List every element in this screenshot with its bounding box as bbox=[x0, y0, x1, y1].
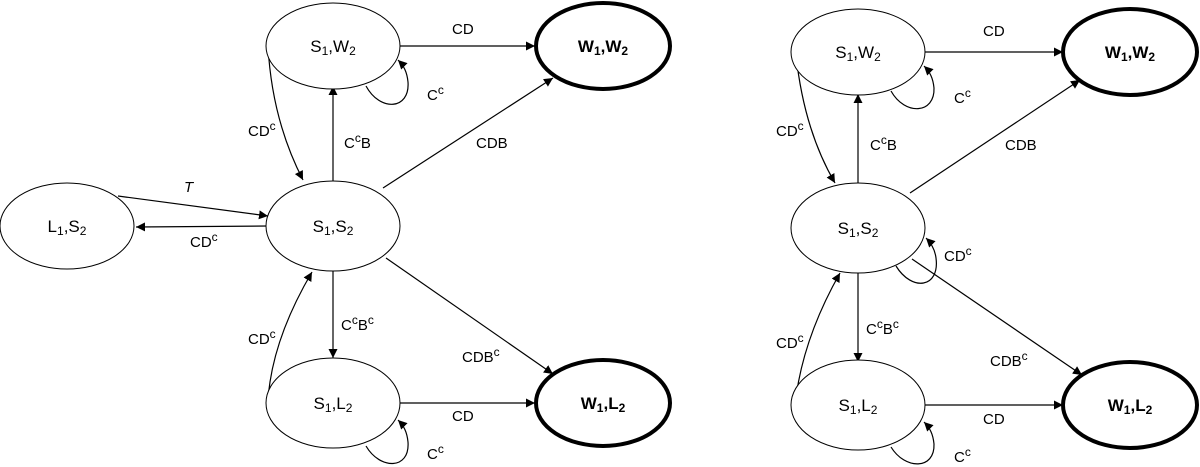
edge-label-s1s2-l1s2: CDc bbox=[190, 230, 218, 251]
edge-label-s1l2-s1s2-right: CDc bbox=[776, 331, 804, 352]
edge-s1s2-to-w1w2-right bbox=[909, 79, 1081, 194]
edge-label-s1s2-s1l2-right: CcBc bbox=[866, 317, 899, 338]
diagram-right: S1,W2 S1,S2 S1,L2 W1,W2 W1,L2 CDc CcB CD… bbox=[776, 7, 1199, 466]
edge-label-s1w2-loop-right: Cc bbox=[954, 86, 971, 107]
label-w1-l2: W1,L2 bbox=[581, 394, 626, 415]
node-w1-l2-right bbox=[1061, 360, 1199, 450]
label-s1-w2-right: S1,W2 bbox=[835, 43, 881, 64]
edge-label-s1l2-loop-right: Cc bbox=[954, 445, 971, 466]
node-w1-l2 bbox=[534, 358, 672, 448]
node-s1-s2 bbox=[265, 180, 401, 272]
node-w1-w2-right bbox=[1061, 7, 1199, 97]
edge-s1l2-loop-right bbox=[890, 421, 935, 465]
edge-s1w2-loop bbox=[365, 59, 409, 105]
edge-label-s1w2-s1s2-right: CDc bbox=[776, 119, 804, 140]
edge-s1s2-to-w1w2 bbox=[382, 77, 554, 189]
edge-label-s1l2-loop: Cc bbox=[427, 442, 444, 463]
diagram-left: L1,S2 S1,W2 S1,S2 S1,L2 W1,W2 W1,L2 T CD… bbox=[0, 1, 672, 465]
edge-label-s1s2-s1l2: CcBc bbox=[341, 313, 374, 334]
node-s1-l2-right bbox=[790, 359, 926, 451]
edge-s1w2-to-s1s2 bbox=[267, 45, 304, 181]
edge-label-s1s2-w1l2: CDBc bbox=[462, 345, 500, 366]
label-s1-l2: S1,L2 bbox=[314, 394, 353, 415]
edge-label-s1s2-w1w2: CDB bbox=[476, 135, 508, 152]
label-w1-w2-right: W1,W2 bbox=[1105, 43, 1156, 64]
label-s1-s2-right: S1,S2 bbox=[838, 219, 879, 240]
edge-label-s1s2-w1w2-right: CDB bbox=[1005, 137, 1037, 154]
edge-l1s2-to-s1s2 bbox=[117, 195, 269, 220]
edge-label-s1l2-w1l2-right: CD bbox=[983, 411, 1005, 428]
node-s1-s2-right bbox=[790, 182, 926, 274]
edge-label-s1s2-loop-right: CDc bbox=[944, 244, 972, 265]
edge-s1s2-to-w1l2 bbox=[385, 257, 554, 375]
edge-s1s2-to-l1s2 bbox=[135, 222, 269, 232]
node-s1-l2 bbox=[265, 357, 401, 449]
edge-s1l2-loop bbox=[365, 419, 409, 465]
edge-label-s1l2-w1l2: CD bbox=[452, 408, 474, 425]
node-s1-w2-right bbox=[790, 8, 926, 96]
label-w1-w2: W1,W2 bbox=[578, 37, 629, 58]
label-s1-l2-right: S1,L2 bbox=[839, 396, 878, 417]
edge-s1l2-to-s1s2 bbox=[267, 271, 313, 401]
edge-label-s1w2-s1s2: CDc bbox=[248, 119, 276, 140]
edge-label-l1s2-s1s2: T bbox=[184, 179, 195, 196]
edge-label-s1w2-w1w2: CD bbox=[452, 21, 474, 38]
edge-label-s1s2-s1w2: CcB bbox=[344, 131, 371, 152]
edge-s1s2-loop-right bbox=[895, 237, 937, 284]
edge-label-s1w2-loop: Cc bbox=[427, 83, 444, 104]
node-s1-w2 bbox=[265, 2, 401, 90]
label-s1-s2: S1,S2 bbox=[313, 217, 354, 238]
node-w1-w2 bbox=[534, 1, 672, 91]
edge-label-s1w2-w1w2-right: CD bbox=[983, 23, 1005, 40]
label-w1-l2-right: W1,L2 bbox=[1108, 396, 1153, 417]
node-l1-s2 bbox=[0, 182, 135, 270]
edge-label-s1s2-w1l2-right: CDBc bbox=[990, 349, 1028, 370]
label-s1-w2: S1,W2 bbox=[310, 37, 356, 58]
label-l1-s2: L1,S2 bbox=[48, 217, 87, 238]
edge-s1w2-loop-right bbox=[890, 65, 935, 110]
edge-s1s2-to-w1l2-right bbox=[911, 258, 1083, 376]
edge-label-s1s2-s1w2-right: CcB bbox=[870, 133, 897, 154]
edge-label-s1l2-s1s2: CDc bbox=[248, 327, 276, 348]
